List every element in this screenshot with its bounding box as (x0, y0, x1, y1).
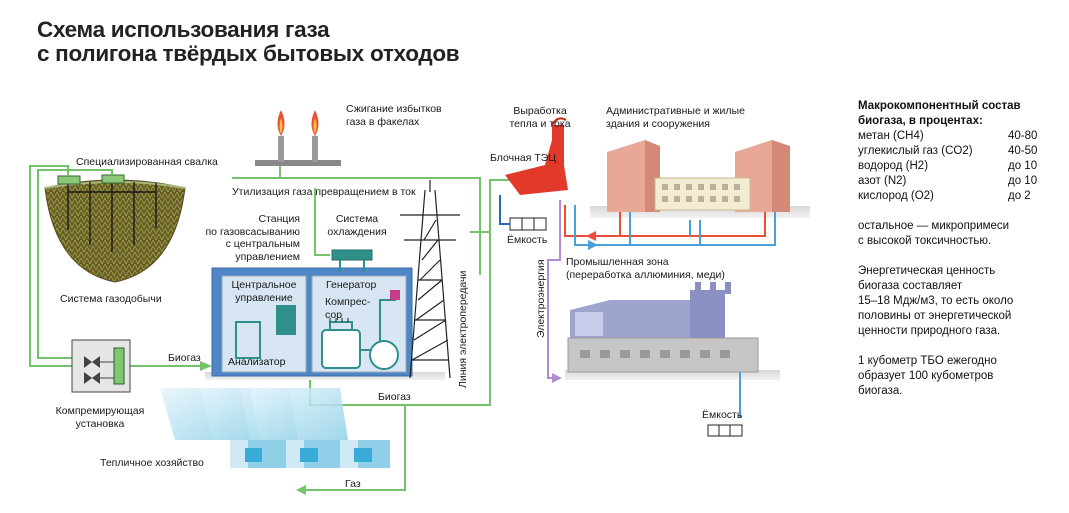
central-control-label: Центральное управление (224, 279, 304, 304)
electricity-label: Электроэнергия (535, 259, 547, 338)
component-value: до 10 (1008, 175, 1038, 187)
component-value: 40-80 (1008, 130, 1038, 142)
compressor-unit-label: Компремирующая установка (52, 405, 148, 430)
admin-label: Административные и жилые здания и сооруж… (606, 105, 745, 130)
power-line-label: Линия электропередачи (457, 270, 469, 388)
composition-heading-line-1: Макрокомпонентный состав (858, 100, 1021, 112)
cooling-line-2: охлаждения (327, 225, 387, 238)
station-label: Станция по газовсасыванию с центральным … (196, 213, 301, 263)
flare-line-2: газа в факелах (346, 115, 420, 128)
greenhouses (160, 388, 390, 468)
station-line-3: с центральным (225, 238, 300, 250)
energy-note-line-1: Энергетическая ценность (858, 265, 996, 277)
volume-note: 1 кубометр ТБО ежегодно образует 100 куб… (858, 354, 1058, 399)
component-name: азот (N2) (858, 175, 907, 187)
industrial-zone (565, 282, 780, 437)
volume-note-line-1: 1 кубометр ТБО ежегодно (858, 355, 997, 367)
flare-line-1: Сжигание избытков (346, 103, 442, 115)
flare-label: Сжигание избытков газа в факелах (346, 103, 442, 128)
gas-arrow (296, 485, 306, 495)
admin-line-2: здания и сооружения (606, 117, 710, 130)
admin-buildings (590, 140, 810, 218)
industrial-line-1: Промышленная зона (566, 256, 669, 268)
flares (255, 110, 341, 166)
trace-note-line-2: с высокой токсичностью. (858, 235, 992, 247)
biogas-label-bottom: Биогаз (378, 391, 411, 403)
composition-row: азот (N2) до 10 (858, 174, 1058, 189)
chp-label: Блочная ТЭЦ (490, 152, 557, 164)
component-name: метан (CH4) (858, 130, 924, 142)
greenhouse-label: Тепличное хозяйство (100, 457, 204, 469)
electric-line (547, 200, 562, 383)
diagram-title: Схема использования газа с полигона твёр… (37, 17, 460, 66)
tank-label-bottom: Ёмкость (702, 409, 743, 421)
composition-row: углекислый газ (CO2) 40-50 (858, 144, 1058, 159)
tank-label-top: Ёмкость (507, 234, 548, 246)
chp-block (499, 117, 568, 231)
admin-line-1: Административные и жилые (606, 105, 745, 117)
power-pylon (400, 180, 460, 379)
cold-arrow (588, 240, 598, 250)
landfill-label: Специализированная свалка (76, 156, 218, 168)
title-line-2: с полигона твёрдых бытовых отходов (37, 41, 460, 66)
gas-extraction-label: Система газодобычи (60, 293, 162, 305)
landfill (44, 174, 186, 283)
biogas-label-left: Биогаз (168, 352, 201, 364)
component-name: водород (H2) (858, 160, 929, 172)
analyzer-label: Анализатор (228, 356, 286, 368)
compressor-unit-line-2: установка (75, 417, 125, 430)
energy-note-line-5: ценности природного газа. (858, 325, 1001, 337)
cooling-line-1: Система (335, 213, 379, 225)
compressor-line-1: Компрес- (325, 296, 371, 308)
volume-note-line-3: биогаза. (858, 385, 903, 397)
utilization-label: Утилизация газа превращением в ток (232, 186, 416, 198)
trace-note-line-1: остальное — микропримеси (858, 220, 1010, 232)
energy-note: Энергетическая ценность биогаза составля… (858, 264, 1058, 339)
heat-pipes (564, 205, 776, 246)
gas-label: Газ (345, 478, 361, 490)
station-line-4: управлением (235, 250, 300, 263)
cooling-label: Система охлаждения (322, 213, 392, 238)
compressor-line-2: сор (325, 308, 343, 321)
composition-heading: Макрокомпонентный состав биогаза, в проц… (858, 99, 1058, 129)
composition-panel: Макрокомпонентный состав биогаза, в проц… (858, 99, 1058, 399)
industrial-label: Промышленная зона (переработка аллюминия… (566, 256, 725, 281)
component-name: углекислый газ (CO2) (858, 145, 973, 157)
component-value: до 2 (1008, 190, 1031, 202)
hot-arrow (586, 231, 596, 241)
compressor-label: Компрес- сор (325, 296, 370, 321)
generator-label: Генератор (326, 279, 377, 291)
energy-note-line-2: биогаза составляет (858, 280, 963, 292)
composition-row: кислород (O2) до 2 (858, 189, 1058, 204)
composition-row: метан (CH4) 40-80 (858, 129, 1058, 144)
component-value: 40-50 (1008, 145, 1038, 157)
biogas-arrow (200, 361, 212, 371)
volume-note-line-2: образует 100 кубометров (858, 370, 994, 382)
energy-note-line-4: половины от энергетической (858, 310, 1012, 322)
central-control-line-2: управление (235, 291, 293, 304)
heat-power-line-1: Выработка (513, 105, 567, 117)
title-line-1: Схема использования газа (37, 17, 330, 42)
composition-row: водород (H2) до 10 (858, 159, 1058, 174)
component-name: кислород (O2) (858, 190, 934, 202)
composition-heading-line-2: биогаза, в процентах: (858, 115, 983, 127)
component-value: до 10 (1008, 160, 1038, 172)
central-control-line-1: Центральное (231, 279, 297, 291)
compressor-unit (71, 339, 131, 393)
trace-note: остальное — микропримеси с высокой токси… (858, 219, 1058, 249)
industrial-line-2: (переработка аллюминия, меди) (566, 268, 725, 281)
station-building (205, 249, 445, 380)
heat-power-line-2: тепла и тока (509, 117, 571, 130)
compressor-unit-line-1: Компремирующая (55, 405, 145, 417)
station-line-2: по газовсасыванию (205, 225, 301, 238)
station-line-1: Станция (258, 213, 300, 225)
energy-note-line-3: 15–18 Мдж/м3, то есть около (858, 295, 1014, 307)
heat-power-label: Выработка тепла и тока (508, 105, 572, 130)
